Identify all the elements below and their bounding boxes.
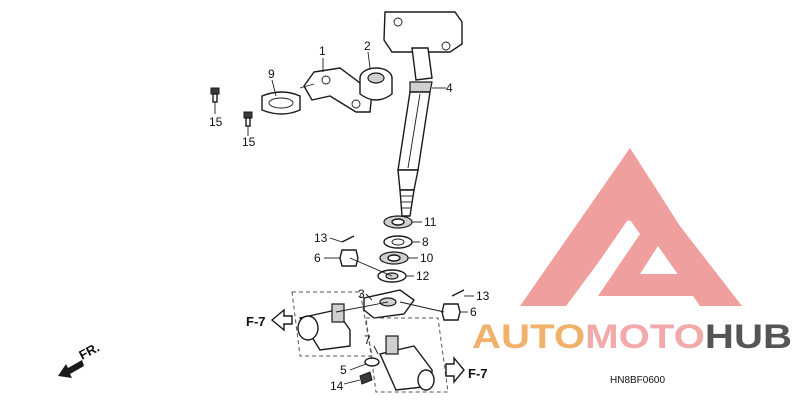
callout-9: 9: [268, 67, 275, 81]
nut-6a: [339, 249, 359, 267]
shaft-holder-bracket: [299, 67, 373, 113]
callout-12: 12: [416, 269, 430, 283]
callout-2: 2: [364, 39, 371, 53]
callout-4: 4: [446, 81, 453, 95]
callout-15a: 15: [209, 115, 223, 129]
f7-right-label: F-7: [468, 366, 488, 381]
wordmark-hub: HUB: [705, 318, 792, 356]
callout-13b: 13: [476, 289, 490, 303]
front-label: FR.: [76, 340, 102, 363]
callout-1: 1: [319, 44, 326, 58]
callout-15b: 15: [242, 135, 256, 149]
automotohub-logo: [520, 148, 742, 308]
shaft-clamp: [261, 91, 301, 115]
cotter-pin-13a: [341, 235, 355, 243]
right-tie-rod-group: [365, 317, 449, 393]
connector-lines: [335, 257, 445, 313]
cotter-pin-13b: [451, 289, 465, 297]
nut-6b: [441, 303, 461, 321]
callout-5: 5: [340, 363, 347, 377]
front-direction-arrow: FR.: [58, 340, 102, 378]
washer-11: [383, 215, 413, 229]
callout-7: 7: [364, 333, 371, 347]
lower-arm: [363, 289, 415, 319]
bolt-15b: [243, 111, 253, 127]
callout-13a: 13: [314, 231, 328, 245]
callout-8: 8: [422, 235, 429, 249]
seal-8: [383, 235, 413, 249]
f7-right-ref: F-7: [445, 356, 488, 384]
bolt-15a: [210, 87, 220, 103]
callout-6b: 6: [470, 305, 477, 319]
callout-6a: 6: [314, 251, 321, 265]
callout-10: 10: [420, 251, 434, 265]
steering-shaft: [383, 11, 463, 217]
logo-triangle-mark: [520, 148, 742, 306]
f7-left-label: F-7: [246, 314, 266, 329]
callout-3: 3: [358, 287, 365, 301]
bearing-10: [379, 251, 409, 265]
callout-14: 14: [330, 379, 344, 393]
callout-11: 11: [424, 215, 437, 229]
wordmark-moto: MOTO: [585, 318, 705, 356]
wordmark-auto: AUTO: [472, 318, 585, 356]
left-tie-rod-group: [291, 291, 373, 357]
shaft-bushing: [359, 67, 393, 101]
diagram-code: HN8BF0600: [610, 375, 665, 386]
washer-5: [364, 357, 380, 367]
pin-14: [359, 371, 373, 385]
f7-left-ref: F-7: [246, 308, 293, 332]
leader-lines: [214, 51, 474, 385]
